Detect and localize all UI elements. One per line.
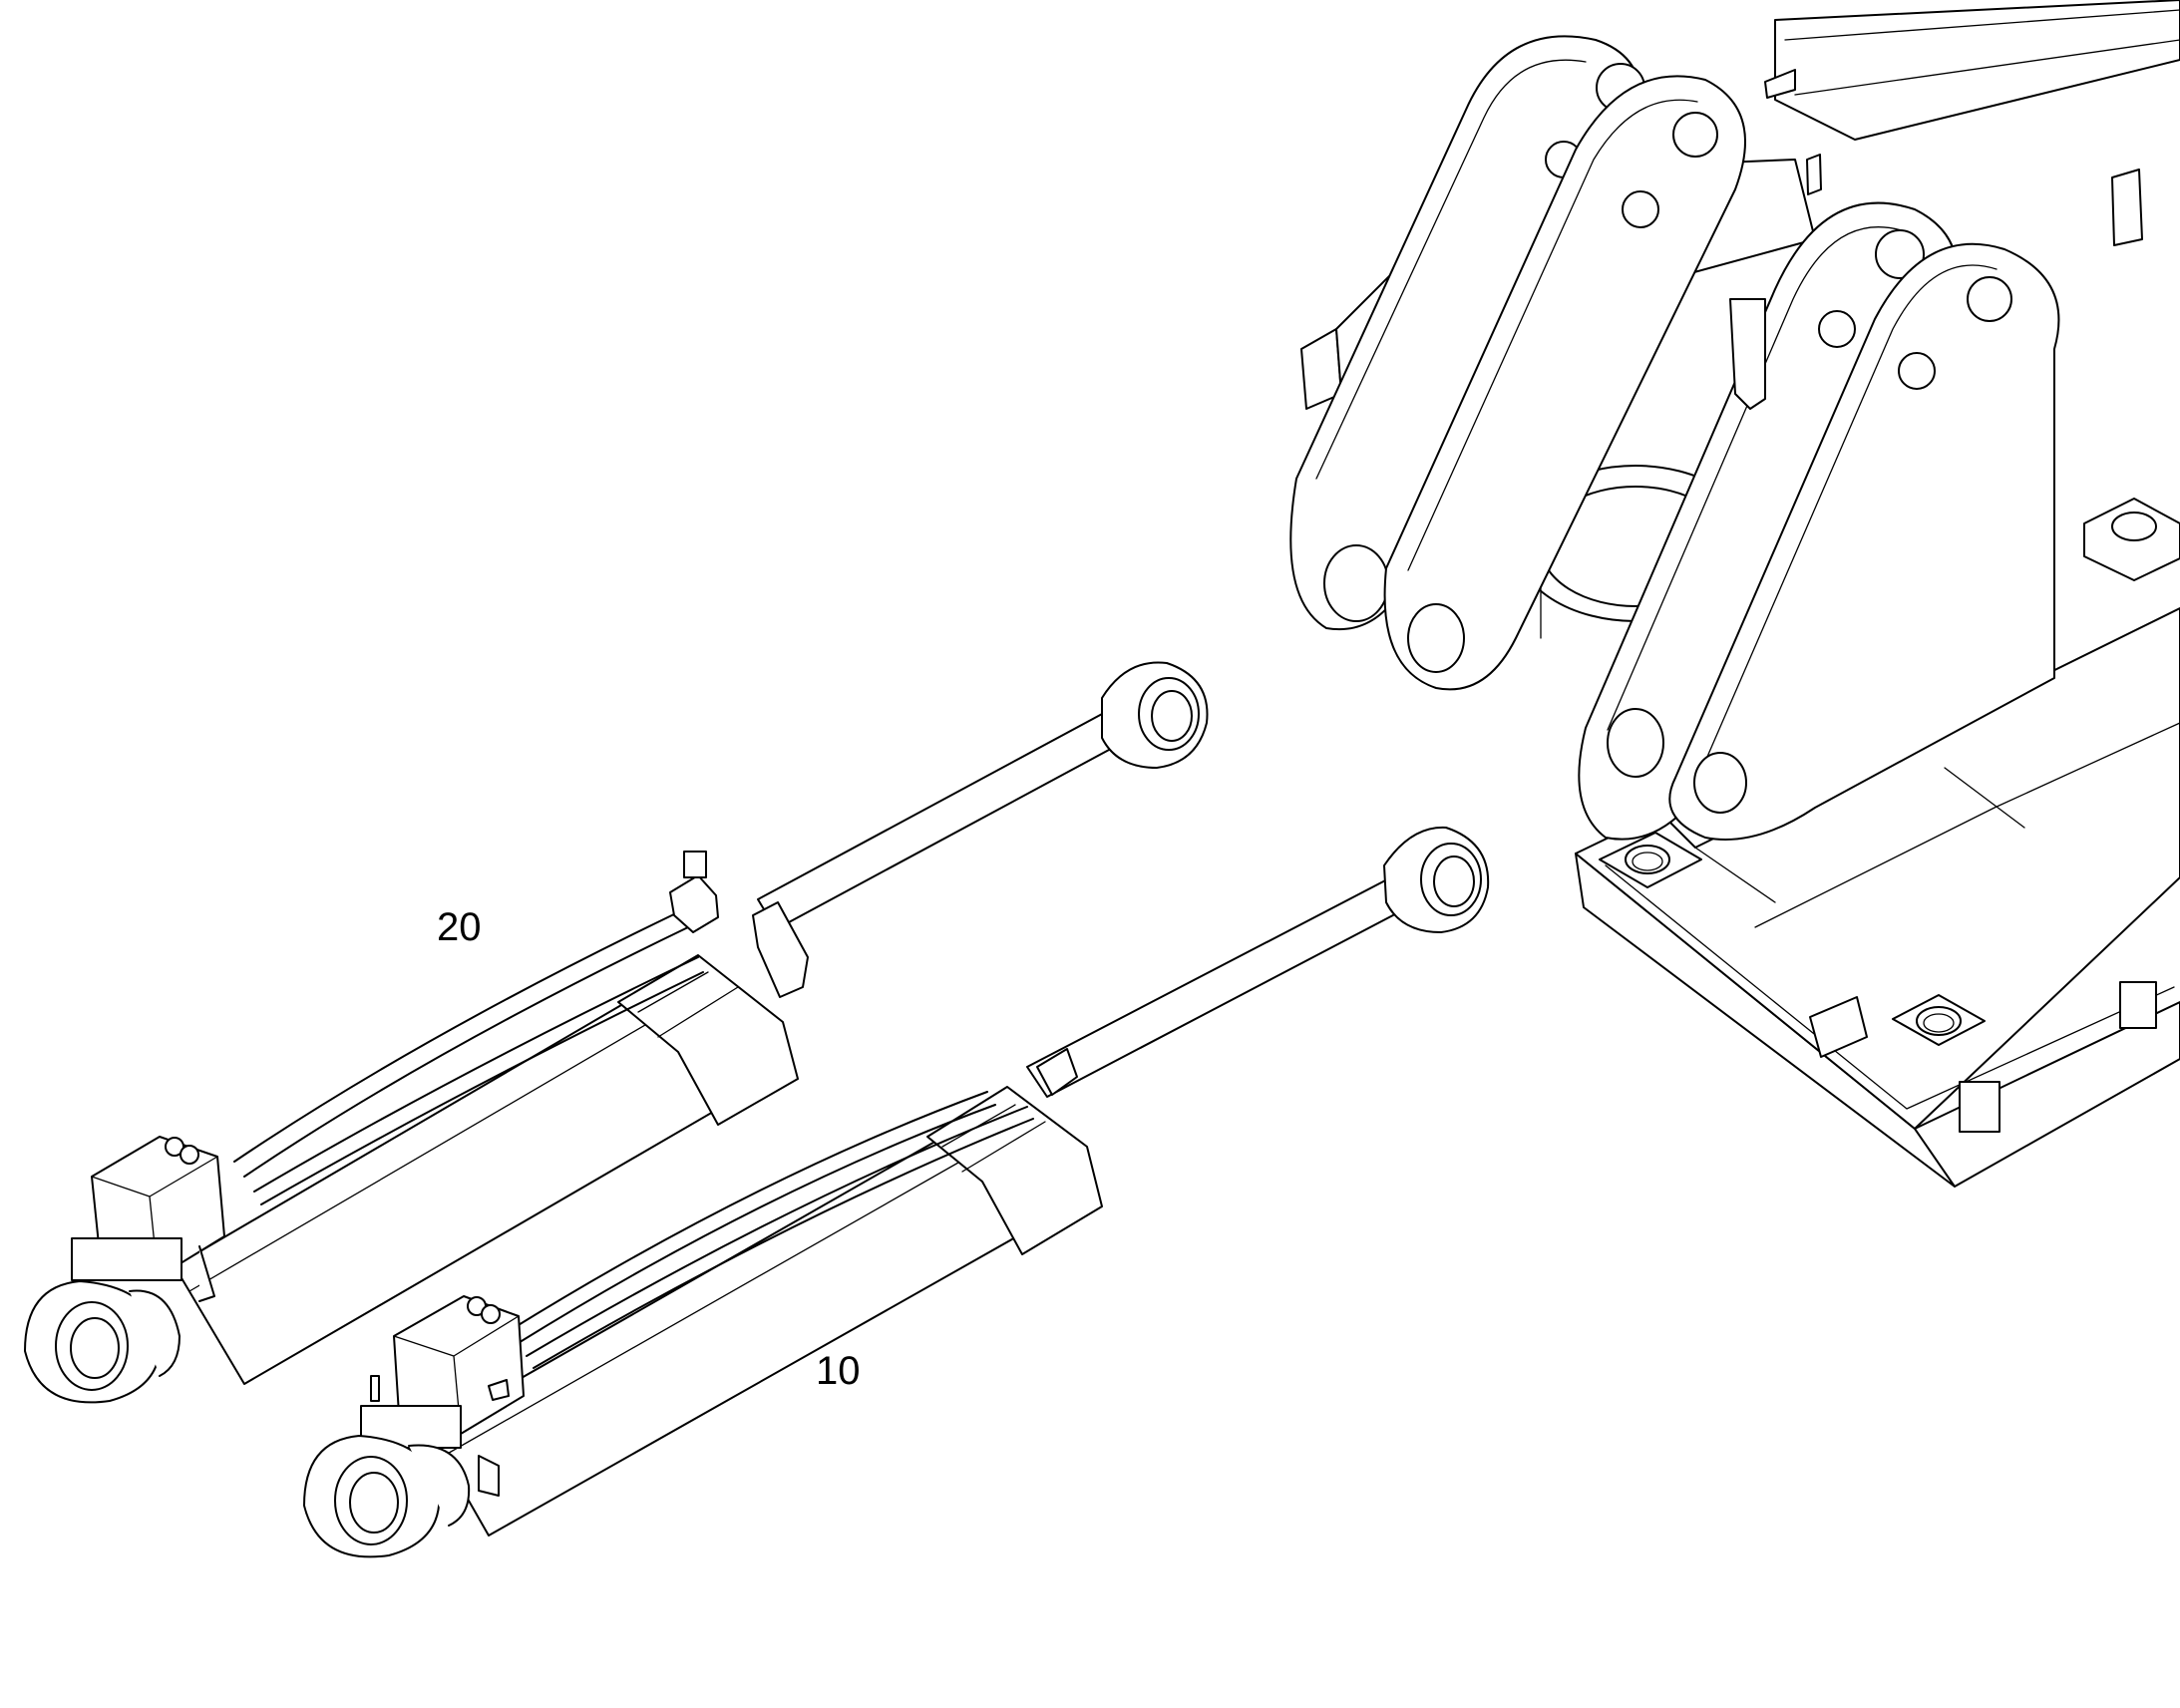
cylinder-20-gland [617, 901, 809, 1126]
cylinder-20-hose-a [233, 911, 679, 1163]
top-tab [1764, 69, 1796, 99]
cylinder-10-piston-rod [1026, 876, 1409, 1098]
hydraulic-cylinder-10 [303, 826, 1490, 1558]
chassis-frame [1289, 0, 2180, 1188]
mount-pad-back [2083, 498, 2180, 581]
boom-lug-right-inner [1668, 242, 2060, 841]
side-bracket-2 [2119, 981, 2157, 1029]
rear-post [2111, 169, 2143, 246]
cylinder-10-rod-eye [1383, 826, 1490, 933]
callout-20: 20 [437, 905, 482, 949]
small-tab [1806, 154, 1822, 195]
frame-slot [1809, 996, 1868, 1058]
cylinder-20-valve-block [71, 1136, 225, 1302]
mount-pad-left [1599, 832, 1702, 888]
center-bracket [1729, 298, 1766, 410]
mount-pad-right [1892, 994, 1986, 1046]
cylinder-10-hose-b [526, 1106, 1028, 1357]
callout-10: 10 [816, 1349, 861, 1393]
hydraulic-cylinder-20 [24, 661, 1209, 1404]
cylinder-20-top-valve [669, 851, 719, 933]
side-bracket-1 [1959, 1081, 2000, 1133]
cylinder-20-base-eye [24, 1280, 181, 1404]
cylinder-10-valve-block [360, 1295, 525, 1449]
cylinder-10-hose-a [508, 1091, 988, 1332]
boom-lug-left-inner [1383, 75, 1746, 691]
cylinder-20-hose-b [253, 956, 699, 1193]
cylinder-20-rod-eye [1101, 661, 1209, 769]
cylinder-10-base-eye [303, 1435, 500, 1558]
cylinder-20-piston-rod [757, 705, 1136, 930]
